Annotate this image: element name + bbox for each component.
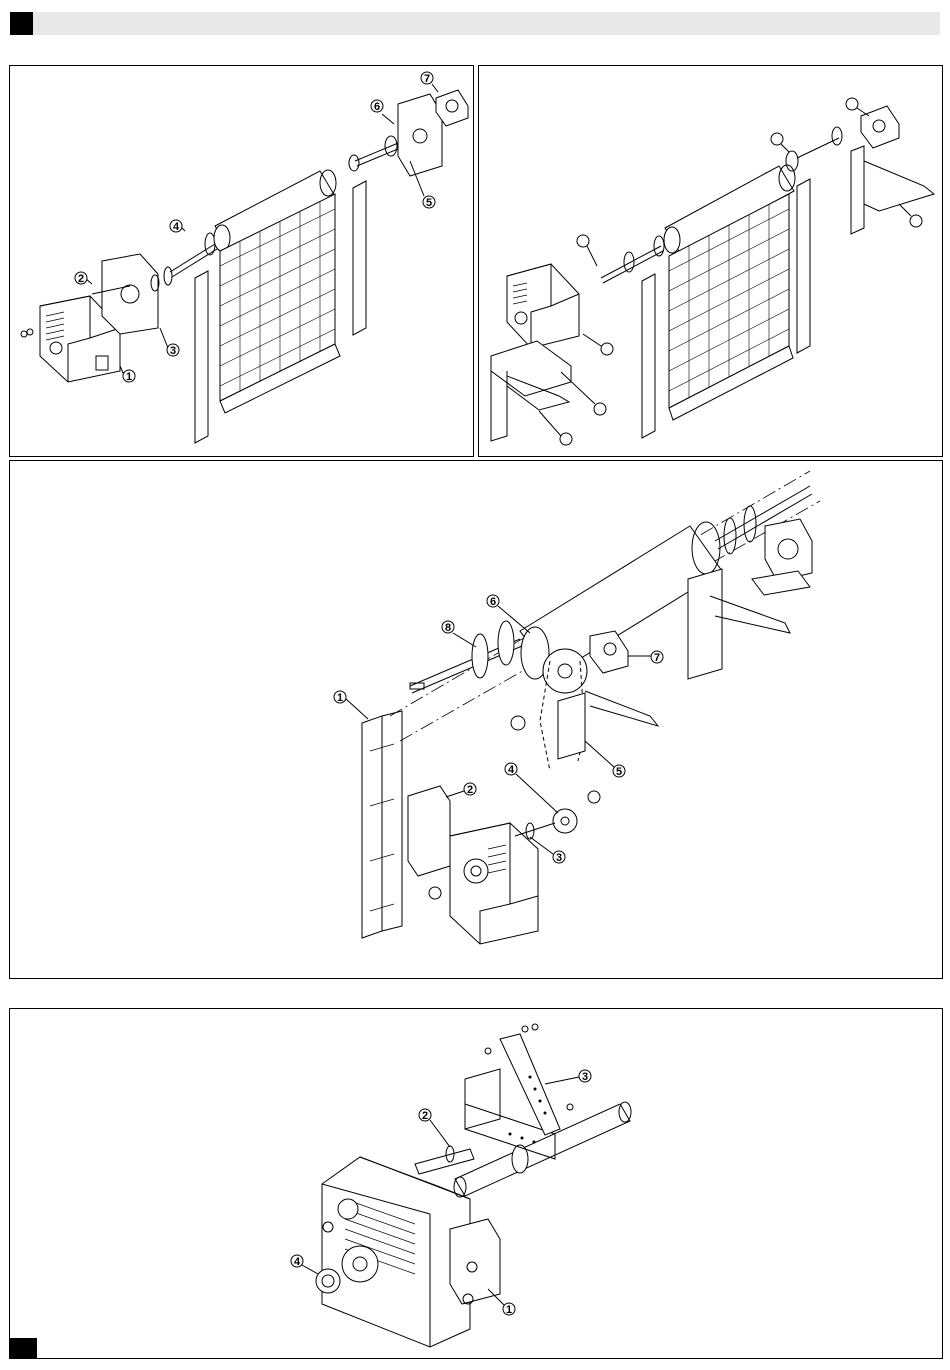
callout-3-1: 1	[337, 692, 343, 704]
callout-1-1: 1	[126, 371, 132, 383]
callout-1-4: 4	[173, 221, 180, 233]
callout-1-5: 5	[426, 197, 432, 209]
callout-3-7: 7	[654, 652, 660, 664]
header-bar	[10, 12, 940, 35]
callout-1-6: 6	[374, 101, 380, 113]
callout-3-2: 2	[467, 784, 473, 796]
callout-3-4: 4	[508, 764, 515, 776]
exploded-diagram-2	[479, 66, 942, 456]
callout-4-1: 1	[506, 1304, 512, 1316]
footer-marker	[10, 1338, 37, 1358]
exploded-diagram-3: 1 2 3 4 5 6 7 8	[10, 461, 942, 978]
callout-1-3: 3	[170, 345, 176, 357]
callout-4-2: 2	[422, 1110, 428, 1122]
header-marker	[10, 12, 33, 35]
callout-3-6: 6	[490, 596, 496, 608]
figure-panel-4: 1 2 3 4	[9, 1008, 943, 1359]
exploded-diagram-4: 1 2 3 4	[10, 1009, 942, 1358]
figure-panel-2	[478, 65, 943, 457]
exploded-diagram-1: 1 2 3 4 5 6 7	[10, 66, 473, 456]
callout-3-8: 8	[445, 622, 451, 634]
callout-3-5: 5	[616, 766, 622, 778]
figure-panel-3: 1 2 3 4 5 6 7 8	[9, 460, 943, 979]
callout-4-4: 4	[294, 1256, 301, 1268]
figure-panel-1: 1 2 3 4 5 6 7	[9, 65, 474, 457]
callout-1-2: 2	[78, 273, 84, 285]
callout-3-3: 3	[556, 852, 562, 864]
callout-1-7: 7	[424, 73, 430, 85]
callout-4-3: 3	[582, 1071, 588, 1083]
